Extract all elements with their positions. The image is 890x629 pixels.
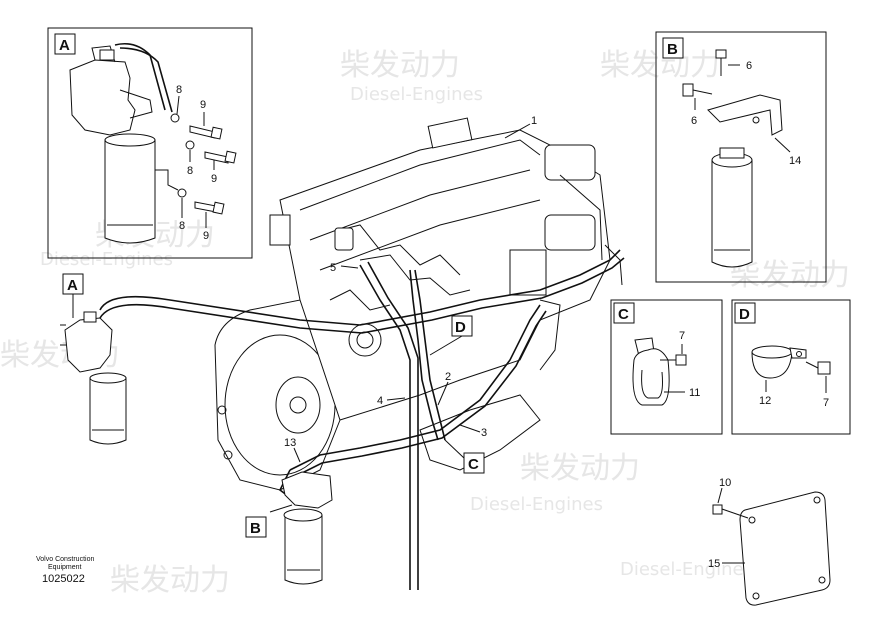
part-label: 14 bbox=[789, 155, 801, 167]
engine-assembly bbox=[214, 117, 623, 491]
callout-c: C bbox=[468, 456, 479, 473]
part-label: 8 bbox=[187, 165, 193, 177]
part-label: 13 bbox=[284, 437, 296, 449]
main-part-labels: 1 5 4 2 3 13 bbox=[284, 115, 537, 463]
detail-a-tag bbox=[54, 33, 76, 55]
watermark-en: Diesel-Engines bbox=[350, 84, 483, 105]
callout-b-tag bbox=[245, 516, 267, 538]
callout-a-tag bbox=[62, 273, 84, 295]
part-label: 11 bbox=[689, 387, 700, 399]
detail-d-tag bbox=[734, 302, 756, 324]
clamp-c-drawing bbox=[632, 337, 687, 406]
part-label: 6 bbox=[746, 60, 752, 72]
part-label: 3 bbox=[481, 427, 487, 439]
fuel-filter-bottom bbox=[269, 471, 333, 585]
cover-plate-body bbox=[739, 491, 831, 606]
cover-plate: 10 15 bbox=[708, 477, 831, 606]
watermark-cn: 柴发动力 bbox=[520, 451, 640, 486]
watermark-cn: 柴发动力 bbox=[110, 563, 230, 598]
drawing-number: 1025022 bbox=[42, 573, 85, 585]
detail-c-box: C 7 11 bbox=[610, 299, 723, 435]
callout-a: A bbox=[67, 277, 78, 294]
watermark-en: Diesel-Engines bbox=[40, 249, 173, 270]
part-label: 15 bbox=[708, 558, 720, 570]
main-callouts: A D C B bbox=[62, 273, 485, 538]
callout-c-tag bbox=[463, 452, 485, 474]
watermark-cn: 柴发动力 bbox=[730, 258, 850, 293]
part-label: 7 bbox=[823, 397, 829, 409]
detail-b-box: B 6 6 14 bbox=[655, 31, 827, 283]
watermark-en: Diesel-Engines bbox=[470, 494, 603, 515]
part-label: 4 bbox=[377, 395, 383, 407]
callout-b: B bbox=[250, 520, 261, 537]
part-label: 1 bbox=[531, 115, 537, 127]
part-label: 2 bbox=[445, 371, 451, 383]
fuel-filter-a-drawing bbox=[69, 42, 179, 244]
part-label: 8 bbox=[176, 84, 182, 96]
detail-c-title: C bbox=[618, 306, 629, 323]
detail-d-frame bbox=[731, 299, 851, 435]
part-label: 9 bbox=[203, 230, 209, 242]
detail-a-box: A 8 bbox=[47, 27, 253, 259]
footer-block: Volvo Construction Equipment 1025022 bbox=[36, 556, 94, 585]
fuel-filter-b-drawing bbox=[682, 49, 783, 268]
part-label: 9 bbox=[200, 99, 206, 111]
watermark-en: Diesel-Engines bbox=[620, 559, 753, 580]
footer-company: Volvo Construction bbox=[36, 556, 94, 563]
detail-a-title: A bbox=[59, 37, 70, 54]
detail-b-title: B bbox=[667, 41, 678, 58]
detail-a-frame bbox=[47, 27, 253, 259]
part-label: 9 bbox=[211, 173, 217, 185]
detail-b-frame bbox=[655, 31, 827, 283]
part-label: 6 bbox=[691, 115, 697, 127]
part-label: 8 bbox=[179, 220, 185, 232]
oil-pan bbox=[419, 394, 541, 471]
part-label: 10 bbox=[719, 477, 731, 489]
watermark-cn: 柴发动力 bbox=[340, 48, 460, 83]
callout-d: D bbox=[455, 319, 466, 336]
detail-d-title: D bbox=[739, 306, 750, 323]
leader bbox=[176, 95, 180, 115]
clamp-d-drawing bbox=[751, 345, 831, 379]
part-label: 5 bbox=[330, 262, 336, 274]
detail-c-tag bbox=[613, 302, 635, 324]
fuel-lines bbox=[99, 249, 625, 590]
part-label: 12 bbox=[759, 395, 771, 407]
footer-company-2: Equipment bbox=[48, 564, 82, 571]
leader bbox=[774, 137, 791, 153]
detail-d-box: D 12 7 bbox=[731, 299, 851, 435]
watermark-cn: 柴发动力 bbox=[600, 48, 720, 83]
detail-b-tag bbox=[662, 37, 684, 59]
bolts-washers-a bbox=[170, 113, 237, 215]
fuel-filter-left bbox=[60, 294, 127, 445]
detail-c-frame bbox=[610, 299, 723, 435]
part-label: 7 bbox=[679, 330, 685, 342]
